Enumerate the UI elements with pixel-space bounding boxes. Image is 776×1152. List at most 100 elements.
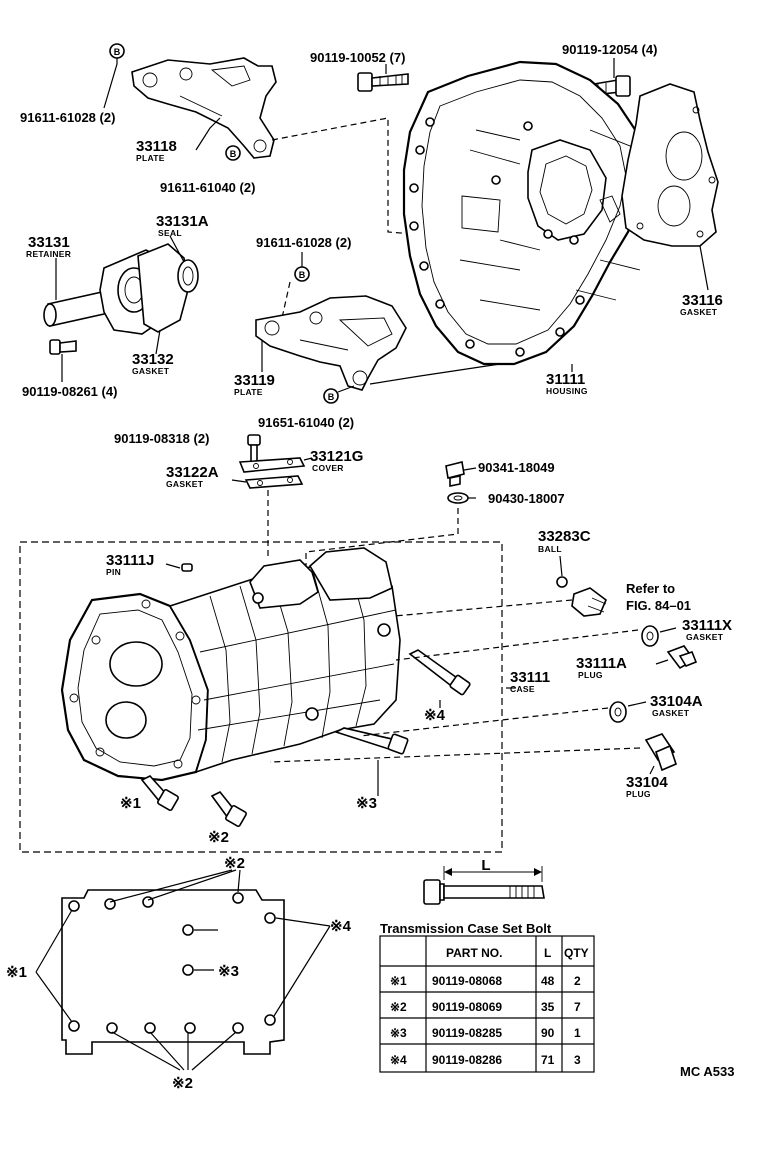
label-33111x: 33111X bbox=[682, 617, 732, 634]
table-header-partno: PART NO. bbox=[446, 946, 502, 960]
label-33104a: 33104A bbox=[650, 693, 703, 710]
label-33283c: 33283C bbox=[538, 528, 591, 545]
table-row-qty: 1 bbox=[574, 1026, 581, 1040]
label-33111a: 33111A bbox=[576, 655, 627, 672]
label-90119-08318: 90119-08318 (2) bbox=[114, 431, 209, 446]
bolt-table: Transmission Case Set Bolt PART NO. L QT… bbox=[379, 921, 595, 1073]
table-row-l: 48 bbox=[541, 974, 555, 988]
gasket-33122a bbox=[244, 475, 304, 489]
table-row-qty: 3 bbox=[574, 1053, 581, 1067]
table-header-qty: QTY bbox=[564, 946, 589, 960]
label-33131-sub: RETAINER bbox=[26, 249, 71, 259]
label-33131a-sub: SEAL bbox=[158, 228, 182, 238]
svg-text:B: B bbox=[299, 270, 306, 280]
label-31111-sub: HOUSING bbox=[546, 386, 588, 396]
table-row-l: 90 bbox=[541, 1026, 555, 1040]
bolt-90119-08261 bbox=[49, 339, 77, 355]
label-33116-sub: GASKET bbox=[680, 307, 718, 317]
seal-33131a bbox=[177, 259, 199, 293]
label-31111: 31111 bbox=[546, 371, 585, 388]
housing-31111 bbox=[402, 60, 648, 366]
label-33104-sub: PLUG bbox=[626, 789, 651, 799]
table-row-mark: ※4 bbox=[390, 1053, 407, 1067]
table-row-l: 35 bbox=[541, 1000, 555, 1014]
dimension-l: L bbox=[481, 857, 490, 874]
label-33104a-sub: GASKET bbox=[652, 708, 690, 718]
bolt-90119-10052 bbox=[357, 72, 409, 92]
label-90119-12054: 90119-12054 (4) bbox=[562, 42, 657, 57]
table-row-partno: 90119-08285 bbox=[432, 1026, 502, 1040]
mark-1-left: ※1 bbox=[6, 964, 27, 981]
table-header-l: L bbox=[544, 946, 551, 960]
label-33122a: 33122A bbox=[166, 464, 219, 481]
bolt-mark-b: B bbox=[294, 266, 310, 282]
cover-33121g bbox=[238, 457, 306, 473]
label-33111a-sub: PLUG bbox=[578, 670, 603, 680]
label-33122a-sub: GASKET bbox=[166, 479, 204, 489]
mark-2-case: ※2 bbox=[208, 829, 229, 846]
case-33111 bbox=[60, 547, 401, 782]
bolt-90119-08318 bbox=[247, 434, 261, 463]
label-33111x-sub: GASKET bbox=[686, 632, 724, 642]
label-90430-18007: 90430-18007 bbox=[488, 491, 565, 506]
label-33116: 33116 bbox=[682, 292, 723, 309]
label-33111j: 33111J bbox=[106, 552, 154, 569]
gasket-33111x bbox=[641, 625, 659, 647]
label-91611-61028-top: 91611-61028 (2) bbox=[20, 110, 115, 125]
table-title: Transmission Case Set Bolt bbox=[380, 921, 552, 936]
mark-3-case: ※3 bbox=[356, 795, 377, 812]
label-33131a: 33131A bbox=[156, 213, 209, 230]
switch-reference bbox=[571, 587, 607, 617]
table-row-mark: ※1 bbox=[390, 974, 407, 988]
bolt-dimension-drawing bbox=[423, 866, 545, 905]
bolt-case-4 bbox=[408, 649, 471, 696]
label-33111: 33111 bbox=[510, 669, 550, 686]
label-33119: 33119 bbox=[234, 372, 275, 389]
mark-1-case: ※1 bbox=[120, 795, 141, 812]
label-33132: 33132 bbox=[132, 351, 174, 368]
table-row-partno: 90119-08069 bbox=[432, 1000, 502, 1014]
label-90119-10052: 90119-10052 (7) bbox=[310, 50, 405, 65]
pin-33111j bbox=[181, 563, 193, 572]
table-row-qty: 7 bbox=[574, 1000, 581, 1014]
bolt-case-1 bbox=[140, 775, 179, 811]
gasket-33116 bbox=[621, 83, 719, 247]
table-row-l: 71 bbox=[541, 1053, 555, 1067]
label-33111-sub: CASE bbox=[510, 684, 535, 694]
plug-33104 bbox=[644, 733, 677, 772]
table-row-partno: 90119-08068 bbox=[432, 974, 502, 988]
label-33119-sub: PLATE bbox=[234, 387, 263, 397]
label-91611-61040: 91611-61040 (2) bbox=[160, 180, 255, 195]
label-33118: 33118 bbox=[136, 138, 177, 155]
label-33121g: 33121G bbox=[310, 448, 363, 465]
label-91611-61028-mid: 91611-61028 (2) bbox=[256, 235, 351, 250]
table-row-qty: 2 bbox=[574, 974, 581, 988]
label-33283c-sub: BALL bbox=[538, 544, 562, 554]
mark-2-bottom: ※2 bbox=[172, 1075, 193, 1092]
label-33131: 33131 bbox=[28, 234, 70, 251]
svg-text:B: B bbox=[328, 392, 335, 402]
label-90119-08261: 90119-08261 (4) bbox=[22, 384, 117, 399]
refer-to-text: Refer to bbox=[626, 581, 675, 596]
label-33121g-sub: COVER bbox=[312, 463, 344, 473]
svg-text:B: B bbox=[114, 47, 121, 57]
bolt-mark-b: B bbox=[109, 43, 125, 59]
label-33111j-sub: PIN bbox=[106, 567, 121, 577]
bolt-case-3 bbox=[333, 727, 409, 755]
mark-3-center: ※3 bbox=[218, 963, 239, 980]
table-row-mark: ※2 bbox=[390, 1000, 407, 1014]
svg-text:B: B bbox=[230, 149, 237, 159]
label-33118-sub: PLATE bbox=[136, 153, 165, 163]
gasket-90430-18007 bbox=[447, 492, 469, 504]
label-90341-18049: 90341-18049 bbox=[478, 460, 555, 475]
label-91651-61040: 91651-61040 (2) bbox=[258, 415, 354, 430]
bolt-location-view bbox=[61, 889, 285, 1055]
label-33132-sub: GASKET bbox=[132, 366, 170, 376]
bolt-case-2 bbox=[210, 790, 247, 827]
bolt-mark-b: B bbox=[323, 388, 339, 404]
table-row-partno: 90119-08286 bbox=[432, 1053, 502, 1067]
bolt-mark-b: B bbox=[225, 145, 241, 161]
refer-fig-text: FIG. 84–01 bbox=[626, 598, 691, 613]
plug-90341-18049 bbox=[445, 461, 465, 487]
